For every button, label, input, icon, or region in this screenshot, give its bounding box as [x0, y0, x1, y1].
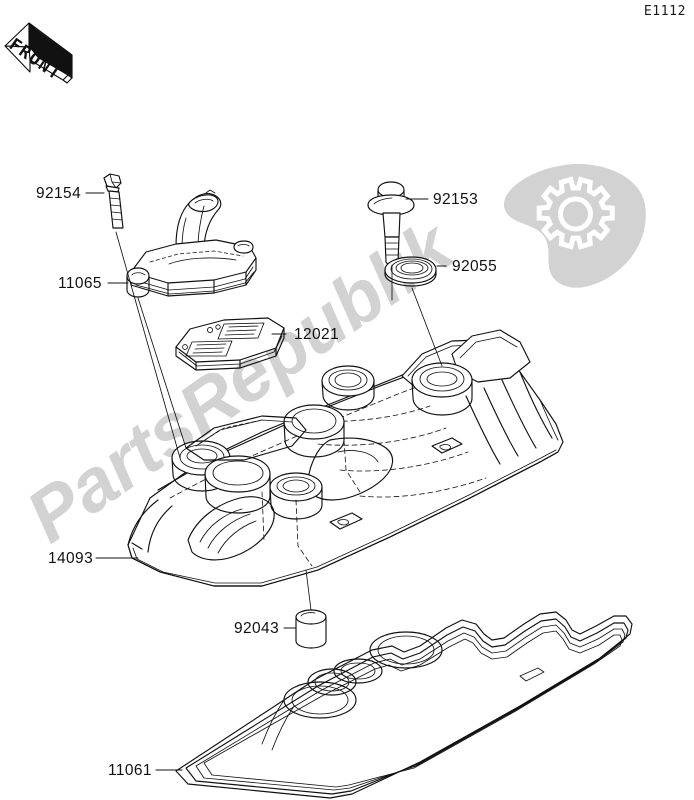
- pointer-92043-to-cover: [305, 569, 312, 611]
- pointer-92154-to-cover: [115, 231, 181, 459]
- part-92055-oring: [384, 256, 437, 287]
- part-92153-bolt: [367, 181, 415, 265]
- leader-lines: [85, 192, 447, 771]
- part-14093-head-cover: [127, 329, 564, 587]
- part-label-11061[interactable]: 11061: [108, 762, 152, 779]
- diagram-code: E1112: [643, 4, 686, 19]
- part-11065-cap: [126, 189, 257, 298]
- part-label-92153[interactable]: 92153: [433, 191, 479, 208]
- part-11061-gasket: [175, 611, 633, 799]
- part-label-92055[interactable]: 92055: [452, 258, 498, 275]
- part-label-11065[interactable]: 11065: [58, 275, 102, 292]
- part-label-14093[interactable]: 14093: [48, 550, 94, 567]
- part-label-12021[interactable]: 12021: [294, 326, 340, 343]
- part-label-92043[interactable]: 92043: [234, 620, 280, 637]
- pointer-11065-to-cover: [137, 297, 187, 449]
- watermark-gear-icon: [536, 176, 615, 250]
- part-92043-dowel-pin: [295, 609, 327, 649]
- part-92154-bolt: [103, 173, 124, 229]
- part-12021-breather-plate: [175, 317, 285, 371]
- watermark-gear-badge: [503, 164, 646, 288]
- part-label-92154[interactable]: 92154: [36, 185, 82, 202]
- pointer-92055-to-tube: [411, 287, 443, 367]
- front-direction-marker: FRONT: [4, 22, 73, 85]
